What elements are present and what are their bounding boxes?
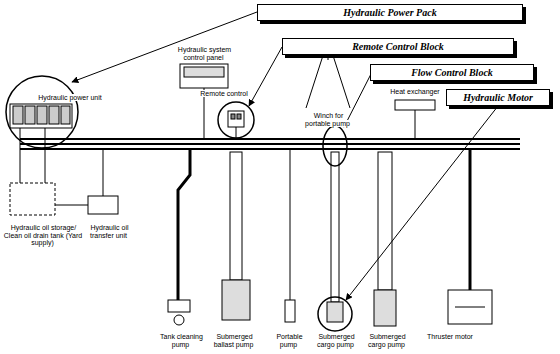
part-label-text: Hydraulic power unit xyxy=(37,94,102,101)
pump-pipe xyxy=(178,150,190,300)
part-label: Thruster motor xyxy=(424,333,476,341)
part-label-text: Submerged ballast pump xyxy=(214,333,255,348)
callout-title: Hydraulic Power Pack xyxy=(343,7,436,18)
callout-title: Remote Control Block xyxy=(352,41,444,52)
part-label: Hydraulic system control panel xyxy=(168,46,240,61)
pump-pipe xyxy=(290,150,291,300)
transfer-unit xyxy=(88,196,118,214)
oil-pipe xyxy=(55,205,88,206)
callout-box: Flow Control Block xyxy=(370,64,534,81)
callout-title: Flow Control Block xyxy=(411,67,493,78)
pipe-line xyxy=(20,138,520,140)
part-label-text: Winch for portable pump xyxy=(305,112,351,127)
part-label: Heat exchanger xyxy=(388,88,442,96)
motor-symbol xyxy=(61,106,70,124)
part-label-text: Remote control xyxy=(199,90,248,97)
pump-pipe xyxy=(378,152,392,290)
oil-pipe xyxy=(20,128,21,183)
part-label: Submerged cargo pump xyxy=(312,333,360,348)
callout-arrow xyxy=(72,12,257,82)
highlight-circle xyxy=(6,76,78,148)
callout-arrow xyxy=(346,106,498,300)
part-label-text: Hydraulic oil transfer unit xyxy=(89,224,128,239)
pump-body xyxy=(374,290,396,326)
part-label: Submerged cargo pump xyxy=(362,333,412,348)
panel-screen xyxy=(184,67,224,77)
callout-box: Hydraulic Power Pack xyxy=(257,4,523,21)
oil-pipe xyxy=(103,150,104,196)
heat-exchanger xyxy=(395,100,435,110)
part-label-text: Submerged cargo pump xyxy=(368,333,406,348)
callout-box: Hydraulic Motor xyxy=(446,89,550,106)
motor-symbol xyxy=(25,106,35,124)
callout-title: Hydraulic Motor xyxy=(463,92,533,103)
part-label: Hydraulic oil storage/ Clean oil drain t… xyxy=(2,224,84,247)
part-label-text: Submerged cargo pump xyxy=(317,333,355,348)
part-label: Portable pump xyxy=(266,333,312,348)
station-lever xyxy=(237,114,241,119)
pump-body xyxy=(168,300,190,312)
signal-line xyxy=(236,127,237,138)
pump-body xyxy=(327,302,343,322)
pipe-line xyxy=(20,148,520,150)
motor-symbol xyxy=(37,106,47,124)
thruster-body xyxy=(448,290,492,324)
part-label-text: Hydraulic oil storage/ Clean oil drain t… xyxy=(4,224,82,246)
part-label-text: Tank cleaning pump xyxy=(159,333,203,348)
station-lever xyxy=(231,114,235,119)
highlight-circle xyxy=(318,297,352,331)
oil-pipe xyxy=(415,110,416,138)
oil-pipe xyxy=(45,128,46,183)
pipe-line xyxy=(20,143,520,145)
pump-pipe xyxy=(230,152,242,280)
pump-body xyxy=(222,280,250,320)
part-label: Remote control xyxy=(198,90,250,98)
part-label: Submerged ballast pump xyxy=(206,333,262,348)
part-label-text: Portable pump xyxy=(275,333,302,348)
oil-tank xyxy=(10,183,55,215)
power-unit xyxy=(10,104,72,128)
pump-body xyxy=(285,300,295,322)
highlight-circle xyxy=(218,102,254,138)
part-label: Tank cleaning pump xyxy=(156,333,206,348)
callout-arrow xyxy=(344,72,372,127)
part-label-text: Hydraulic system control panel xyxy=(177,46,231,61)
control-panel xyxy=(180,64,228,88)
remote-station xyxy=(228,111,244,127)
part-label: Hydraulic oil transfer unit xyxy=(78,224,140,239)
part-label-text: Thruster motor xyxy=(426,333,474,340)
motor-symbol xyxy=(13,106,23,124)
callout-box: Remote Control Block xyxy=(282,38,514,55)
pump-pipe xyxy=(469,150,472,290)
part-label: Winch for portable pump xyxy=(300,112,356,127)
pump-pipe xyxy=(331,152,339,302)
pump-body xyxy=(174,315,184,325)
highlight-circle xyxy=(323,126,347,166)
part-label: Hydraulic power unit xyxy=(30,94,110,102)
callout-arrow xyxy=(249,47,282,106)
thruster-blade xyxy=(455,307,485,308)
motor-symbol xyxy=(49,106,59,124)
part-label-text: Heat exchanger xyxy=(389,88,440,95)
